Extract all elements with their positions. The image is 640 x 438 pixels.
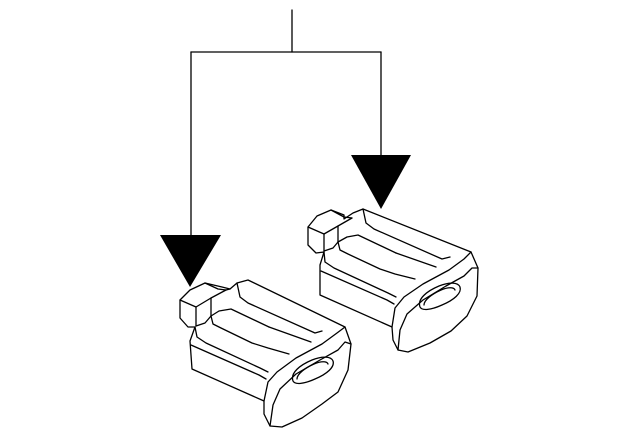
callout-leader xyxy=(190,9,382,239)
part-bulb-socket-left xyxy=(179,279,352,428)
part-bulb-socket-right xyxy=(307,208,479,353)
callout-arrow-right-icon xyxy=(351,155,411,209)
bulb-socket-icon xyxy=(307,208,479,353)
bulb-socket-icon xyxy=(179,279,352,428)
callout-arrow-left-icon xyxy=(160,235,221,287)
